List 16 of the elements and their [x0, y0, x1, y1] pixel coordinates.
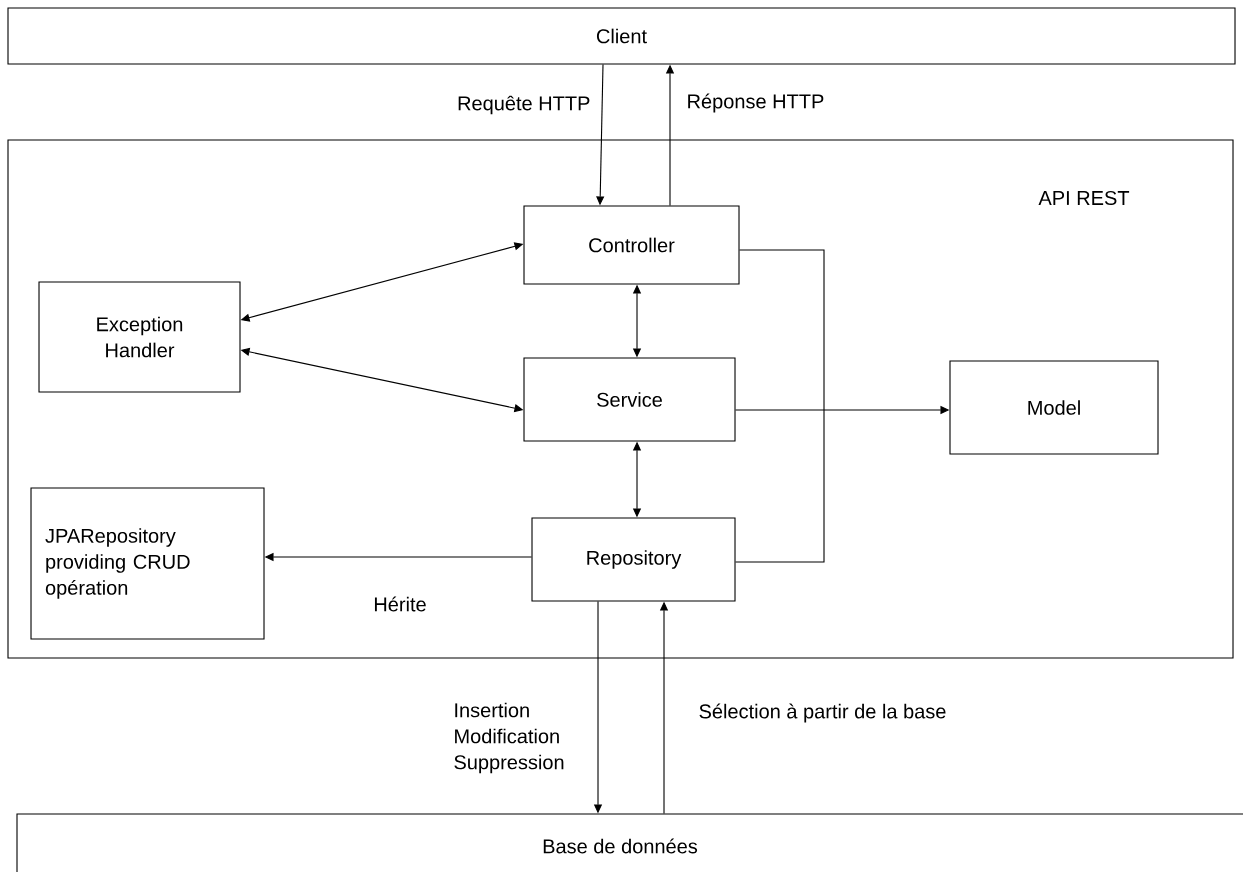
- client-box: Client: [7, 7, 1236, 65]
- process-box: JPARepository providing CRUD opération: [30, 487, 265, 640]
- edge-label: Insertion Modification Suppression: [454, 702, 564, 774]
- container-title: API REST: [1038, 190, 1130, 206]
- database-box: Base de données: [16, 813, 1243, 872]
- container-box: [7, 139, 1234, 659]
- connector-line: [735, 249, 825, 563]
- process-box: Controller: [523, 205, 740, 285]
- edge-label: Réponse HTTP: [688, 93, 824, 113]
- process-box: Service: [523, 357, 736, 442]
- process-box: Exception Handler: [38, 281, 241, 393]
- edge-label: Sélection à partir de la base: [699, 703, 946, 723]
- edge-label: Requête HTTP: [458, 95, 590, 115]
- process-box: Model: [949, 360, 1159, 455]
- process-box: Repository: [531, 517, 736, 602]
- edge-label: Hérite: [374, 596, 426, 612]
